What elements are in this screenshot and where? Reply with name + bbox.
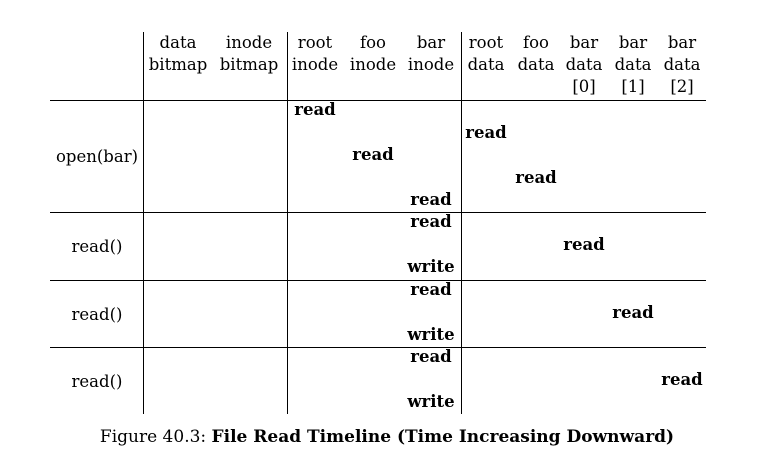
- column-header-line: data: [614, 55, 652, 74]
- caption-prefix: Figure 40.3:: [99, 427, 212, 447]
- column-header: bar inode: [408, 32, 454, 76]
- operation-read: read: [352, 145, 394, 164]
- column-header-line: foo: [523, 33, 549, 52]
- column-header-line: bitmap: [148, 55, 208, 74]
- operation-write: write: [407, 257, 455, 276]
- column-header-line: bar: [618, 33, 648, 52]
- column-header-line: data: [517, 55, 555, 74]
- column-header-line: root: [468, 33, 504, 52]
- column-header: foo data: [518, 32, 555, 76]
- operation-read: read: [410, 280, 452, 299]
- column-header-line: [2]: [670, 77, 694, 96]
- operation-read: read: [563, 234, 605, 254]
- row-divider: [50, 347, 706, 348]
- column-header: bar data [0]: [566, 32, 603, 98]
- column-header: bar data [2]: [664, 32, 701, 98]
- operation-read: read: [661, 369, 703, 389]
- column-divider: [461, 32, 462, 414]
- column-header-line: data: [159, 33, 197, 52]
- column-header-line: bar: [569, 33, 599, 52]
- row-divider: [50, 280, 706, 281]
- column-header: root inode: [292, 32, 338, 76]
- column-header-line: inode: [225, 33, 273, 52]
- row-label: read(): [71, 237, 123, 256]
- operation-write: write: [407, 325, 455, 344]
- column-header-line: bitmap: [219, 55, 279, 74]
- operation-read: read: [465, 122, 507, 142]
- column-header-line: [0]: [572, 77, 596, 96]
- column-header-line: foo: [360, 33, 386, 52]
- column-header-line: bar: [667, 33, 697, 52]
- column-header-line: data: [663, 55, 701, 74]
- row-divider: [50, 212, 706, 213]
- column-header-line: inode: [407, 55, 455, 74]
- column-header: foo inode: [350, 32, 396, 76]
- column-header-line: inode: [291, 55, 339, 74]
- row-divider: [50, 100, 706, 101]
- row-label: read(): [71, 304, 123, 324]
- column-header: inode bitmap: [220, 32, 279, 76]
- column-header-line: inode: [349, 55, 397, 74]
- operation-read: read: [410, 190, 452, 209]
- row-label: open(bar): [55, 147, 139, 166]
- column-header-line: bar: [416, 33, 446, 52]
- operation-read: read: [612, 302, 654, 322]
- operation-read: read: [410, 347, 452, 366]
- column-header-line: root: [297, 33, 333, 52]
- figure-caption: Figure 40.3: File Read Timeline (Time In…: [0, 426, 774, 448]
- column-header-line: data: [467, 55, 505, 74]
- column-header-line: data: [565, 55, 603, 74]
- row-label: read(): [71, 371, 123, 391]
- caption-title: File Read Timeline (Time Increasing Down…: [211, 427, 675, 447]
- operation-read: read: [410, 212, 452, 231]
- column-header: root data: [468, 32, 505, 76]
- operation-read: read: [294, 100, 336, 119]
- column-header: data bitmap: [149, 32, 208, 76]
- operation-read: read: [515, 167, 557, 187]
- column-divider: [143, 32, 144, 414]
- operation-write: write: [407, 392, 455, 411]
- column-divider: [287, 32, 288, 414]
- column-header-line: [1]: [621, 77, 645, 96]
- column-header: bar data [1]: [615, 32, 652, 98]
